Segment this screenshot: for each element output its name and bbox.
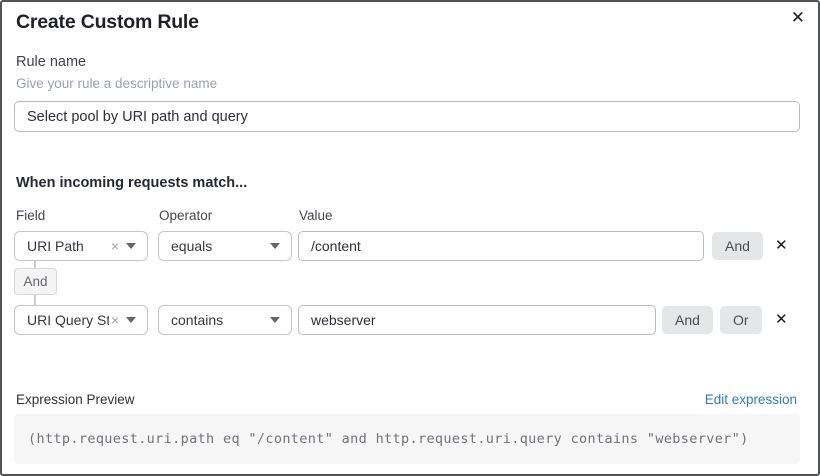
- remove-row2-icon[interactable]: ✕: [775, 311, 788, 328]
- edit-expression-link[interactable]: Edit expression: [704, 392, 797, 407]
- or-button-row2[interactable]: Or: [720, 306, 762, 334]
- rule-name-input[interactable]: [14, 101, 800, 132]
- column-header-operator: Operator: [159, 208, 213, 223]
- chevron-down-icon: [270, 317, 280, 323]
- expression-code: (http.request.uri.path eq "/content" and…: [28, 431, 749, 447]
- operator-select-row2-value: contains: [171, 312, 224, 328]
- clear-icon[interactable]: ×: [110, 238, 119, 254]
- connector-line: [34, 295, 36, 305]
- close-icon[interactable]: ✕: [791, 7, 805, 29]
- expression-code-box: (http.request.uri.path eq "/content" and…: [14, 414, 800, 464]
- column-header-value: Value: [299, 208, 333, 223]
- operator-select-row1[interactable]: equals: [158, 231, 292, 261]
- value-input-row2[interactable]: [298, 305, 656, 335]
- value-input-row1[interactable]: [298, 231, 704, 261]
- clear-icon[interactable]: ×: [110, 312, 119, 328]
- remove-row1-icon[interactable]: ✕: [775, 237, 788, 254]
- operator-select-row1-value: equals: [171, 238, 213, 254]
- field-select-row1[interactable]: URI Path ×: [14, 231, 148, 261]
- rule-name-hint: Give your rule a descriptive name: [16, 76, 218, 91]
- field-select-row2[interactable]: URI Query St... ×: [14, 305, 148, 335]
- column-header-field: Field: [16, 208, 46, 223]
- field-select-row1-value: URI Path: [27, 238, 84, 254]
- match-section-heading: When incoming requests match...: [16, 175, 248, 191]
- expression-preview-label: Expression Preview: [16, 392, 135, 407]
- chevron-down-icon: [270, 243, 280, 249]
- and-button-row1[interactable]: And: [712, 232, 763, 260]
- dialog-title: Create Custom Rule: [16, 11, 199, 33]
- and-connector-badge: And: [14, 268, 57, 295]
- connector-line: [34, 261, 36, 268]
- field-select-row2-value: URI Query St...: [27, 312, 109, 328]
- operator-select-row2[interactable]: contains: [158, 305, 292, 335]
- and-button-row2[interactable]: And: [662, 306, 713, 334]
- chevron-down-icon: [126, 243, 136, 249]
- chevron-down-icon: [126, 317, 136, 323]
- rule-name-label: Rule name: [16, 54, 87, 70]
